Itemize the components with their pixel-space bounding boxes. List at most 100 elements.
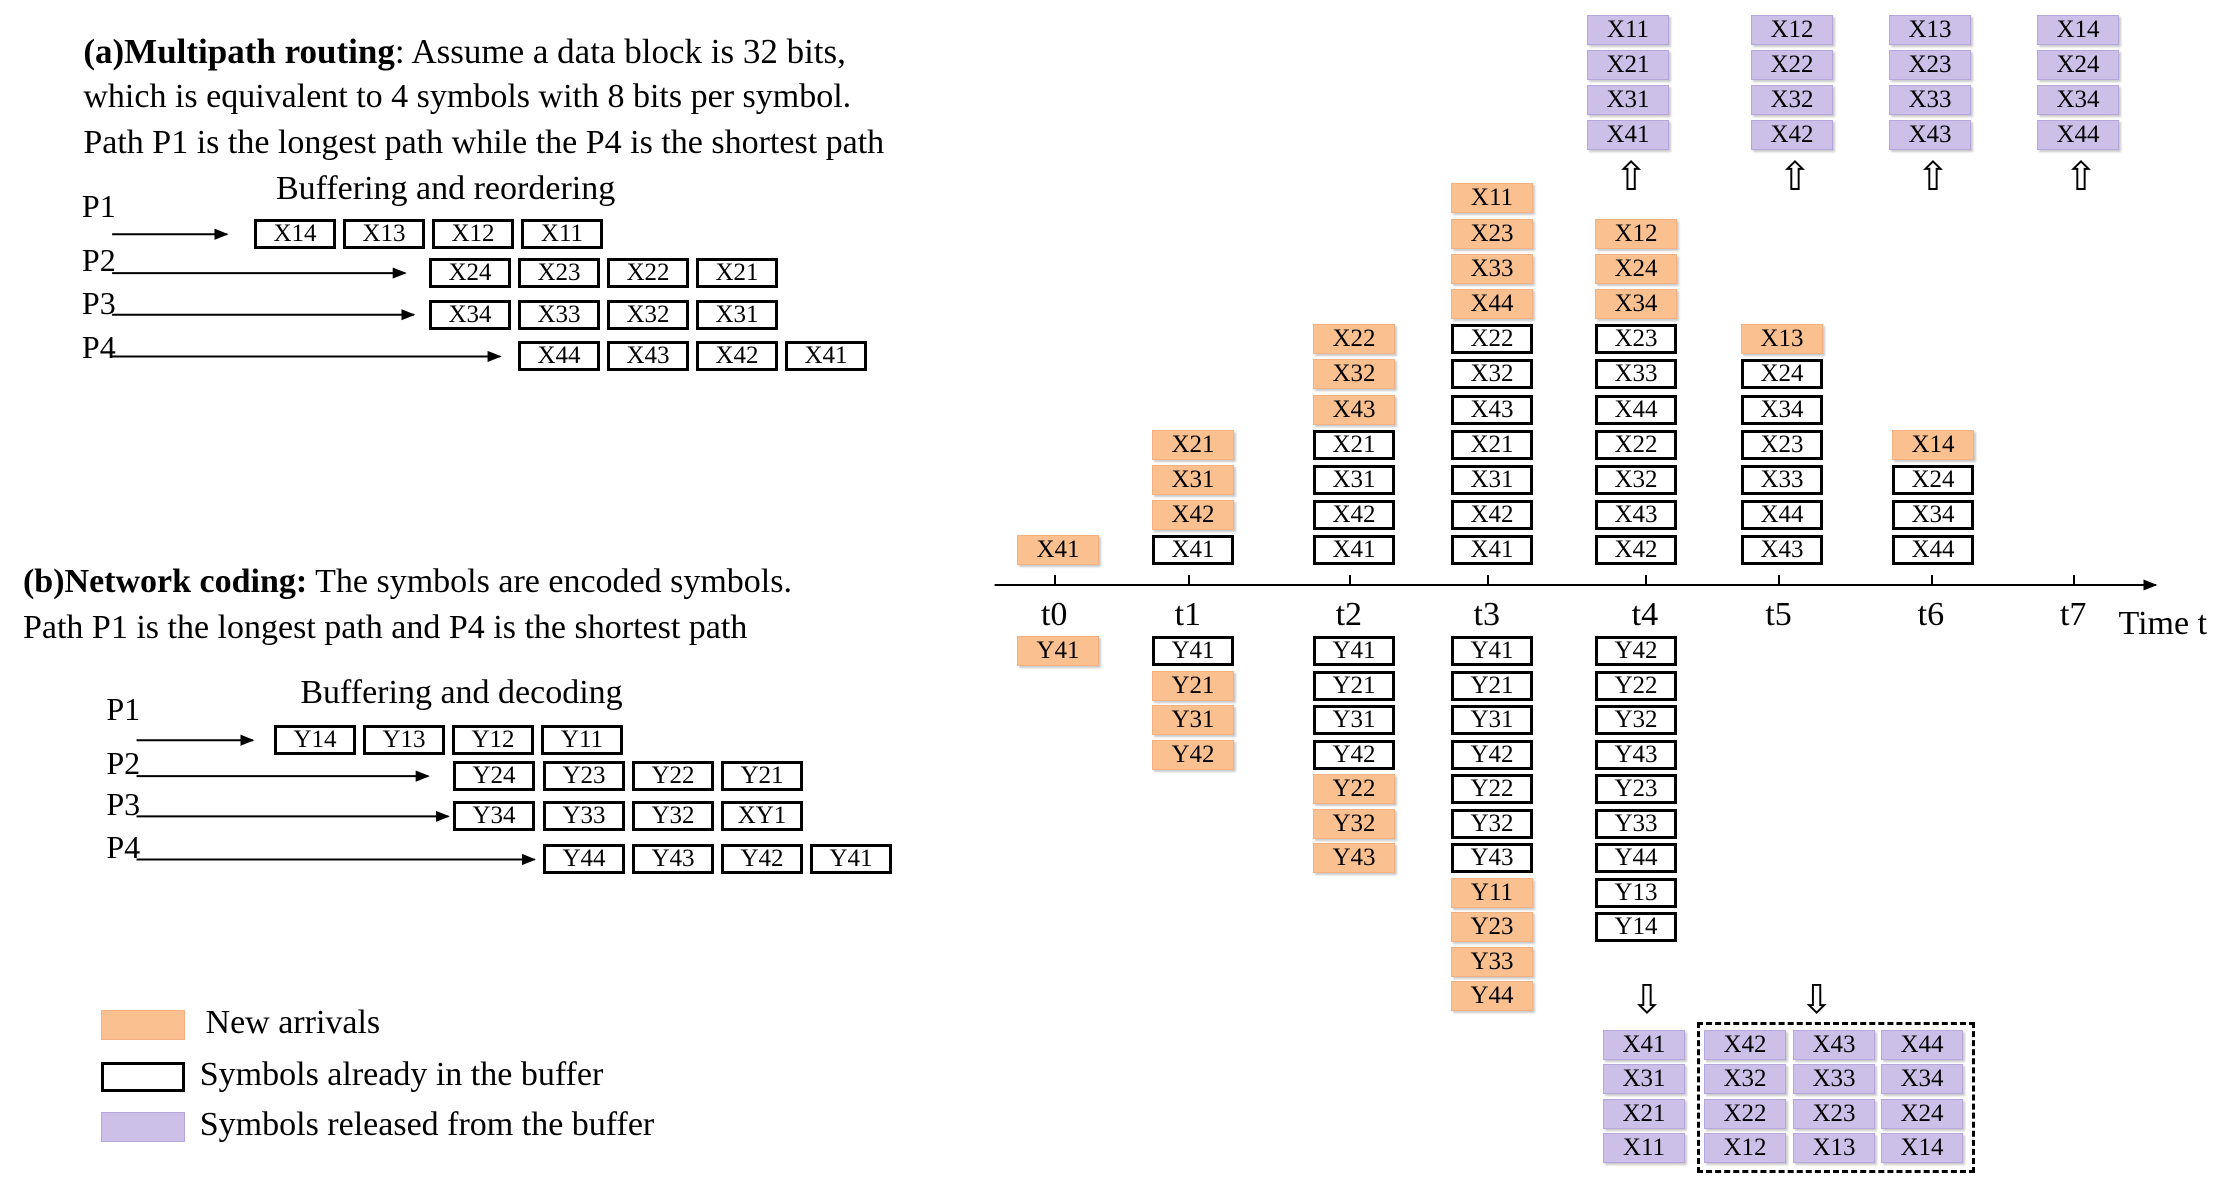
released-bottom-grid: X43 [1793,1030,1875,1060]
x-symbol-t1: X41 [1152,535,1234,565]
y-symbol-t2: Y41 [1313,636,1395,666]
y-symbol-t3: Y21 [1451,671,1533,701]
section-a-text-line2: which is equivalent to 4 symbols with 8 … [83,78,852,116]
path-b-symbol: Y24 [453,761,535,791]
x-symbol-t0: X41 [1017,535,1099,565]
path-a-symbol: X22 [607,258,689,288]
released-top-t4: X21 [1587,50,1669,80]
up-arrow-icon: ⇧ [1614,153,1648,200]
released-bottom-grid: X22 [1704,1099,1786,1129]
path-b-symbol: Y21 [721,761,803,791]
x-symbol-t2: X32 [1313,359,1395,389]
y-symbol-t3: Y23 [1451,912,1533,942]
path-a-symbol: X42 [696,341,778,371]
section-b-text-line2: Path P1 is the longest path and P4 is th… [22,608,748,646]
x-symbol-t1: X31 [1152,465,1234,495]
path-a-symbol: X31 [696,300,778,330]
path-a-symbol: X43 [607,341,689,371]
path-label-b-p3: P3 [106,785,141,822]
x-symbol-t4: X12 [1595,219,1677,249]
x-symbol-t5: X23 [1741,430,1823,460]
path-a-symbol: X34 [429,300,511,330]
axis-tick-t4 [1644,574,1647,585]
released-top-t7: X24 [2037,50,2119,80]
x-symbol-t6: X24 [1892,465,1974,495]
path-b-symbol: Y42 [721,844,803,874]
released-bottom-grid: X13 [1793,1133,1875,1163]
up-arrow-icon: ⇧ [1778,153,1812,200]
x-symbol-t6: X14 [1892,430,1974,460]
path-b-symbol: Y12 [452,725,534,755]
y-symbol-t3: Y32 [1451,809,1533,839]
released-bottom-grid: X44 [1881,1030,1963,1060]
axis-tick-t2 [1348,574,1351,585]
path-label-b-p2: P2 [106,745,141,782]
x-symbol-t3: X21 [1451,430,1533,460]
released-top-t5: X12 [1751,15,1833,45]
axis-tick-t1 [1187,574,1190,585]
x-symbol-t4: X34 [1595,289,1677,319]
x-symbol-t2: X31 [1313,465,1395,495]
released-top-t7: X34 [2037,85,2119,115]
tick-label-t3: t3 [1473,595,1500,633]
x-symbol-t5: X13 [1741,324,1823,354]
released-bottom-grid: X32 [1704,1064,1786,1094]
x-symbol-t3: X44 [1451,289,1533,319]
path-a-symbol: X33 [518,300,600,330]
x-symbol-t6: X44 [1892,535,1974,565]
x-symbol-t3: X43 [1451,395,1533,425]
tick-label-t7: t7 [2059,595,2087,633]
path-b-symbol: XY1 [721,801,803,831]
up-arrow-icon: ⇧ [2064,153,2098,200]
x-symbol-t1: X21 [1152,430,1234,460]
path-a-symbol: X11 [521,219,603,249]
path-b-symbol: Y11 [541,725,623,755]
section-a-text-line1: : Assume a data block is 32 bits, [394,32,846,72]
y-symbol-t2: Y21 [1313,671,1395,701]
legend-label-released: Symbols released from the buffer [199,1106,655,1144]
path-a-symbol: X44 [518,341,600,371]
tick-label-t5: t5 [1765,595,1792,633]
released-grid-frame [1697,1021,1975,1173]
y-symbol-t2: Y43 [1313,843,1395,873]
y-symbol-t3: Y33 [1451,947,1533,977]
y-symbol-t3: Y31 [1451,705,1533,735]
released-bottom-grid: X42 [1704,1030,1786,1060]
released-top-t4: X31 [1587,85,1669,115]
section-b-text-line1: The symbols are encoded symbols. [307,562,792,600]
x-symbol-t2: X21 [1313,430,1395,460]
path-label-b-p1: P1 [106,690,141,727]
section-a-heading: (a)Multipath routing: Assume a data bloc… [83,34,846,69]
y-symbol-t4: Y33 [1595,809,1677,839]
path-b-symbol: Y23 [543,761,625,791]
path-a-symbol: X21 [696,258,778,288]
section-b-title: (b)Network coding: [22,562,308,600]
path-b-symbol: Y32 [632,801,714,831]
x-symbol-t3: X11 [1451,183,1533,213]
axis-label: Time t [2118,604,2208,642]
x-symbol-t3: X41 [1451,535,1533,565]
released-bottom-column: X31 [1603,1064,1685,1094]
x-symbol-t6: X34 [1892,500,1974,530]
y-symbol-t2: Y42 [1313,740,1395,770]
legend-swatch-released [100,1112,185,1143]
released-bottom-column: X11 [1603,1133,1685,1163]
path-b-symbol: Y14 [274,725,356,755]
down-arrow-icon: ⇩ [1799,977,1834,1024]
released-top-t6: X43 [1889,120,1971,150]
path-b-symbol: Y22 [632,761,714,791]
y-symbol-t1: Y31 [1152,705,1234,735]
path-b-symbol: Y33 [543,801,625,831]
path-b-symbol: Y41 [810,844,892,874]
tick-label-t2: t2 [1335,595,1363,633]
legend-label-buffer: Symbols already in the buffer [199,1055,604,1093]
tick-label-t0: t0 [1040,595,1068,633]
y-symbol-t2: Y22 [1313,774,1395,804]
y-symbol-t3: Y11 [1451,878,1533,908]
axis-tick-t3 [1486,574,1489,585]
x-symbol-t5: X44 [1741,500,1823,530]
y-symbol-t1: Y41 [1152,636,1234,666]
axis-tick-t0 [1053,574,1056,585]
